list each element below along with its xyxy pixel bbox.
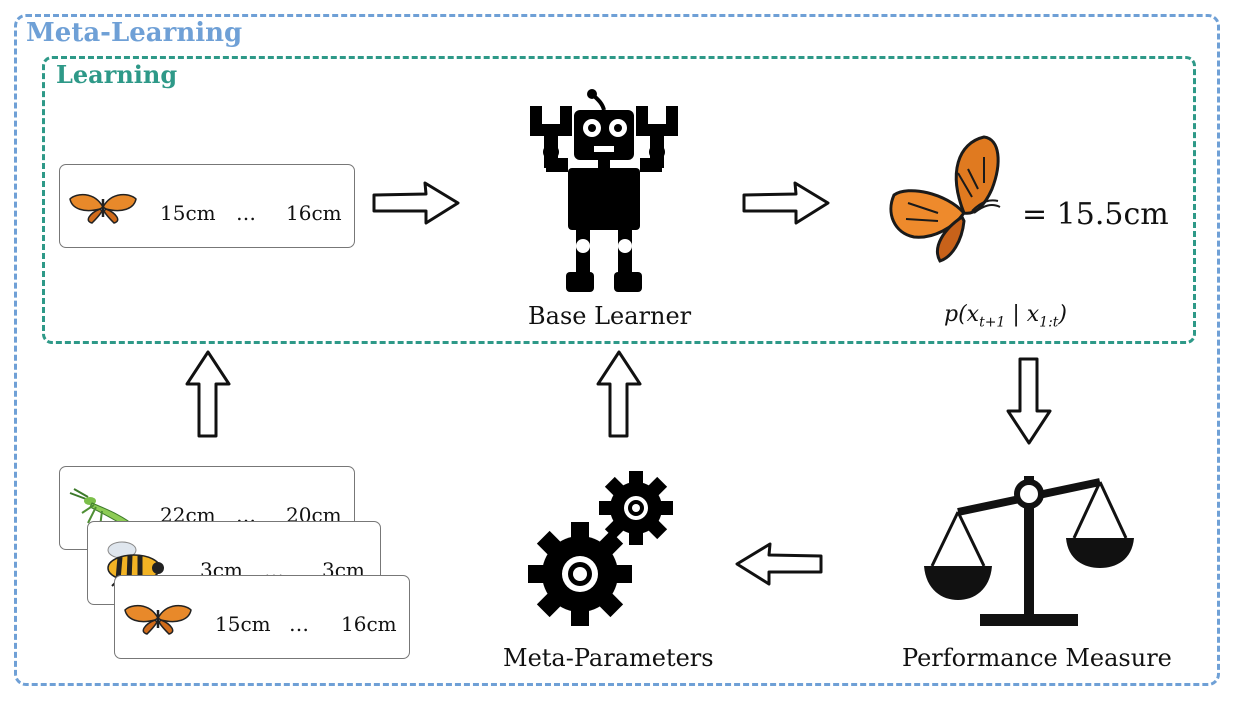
learning-frame (42, 56, 1196, 344)
arrow-left-icon (735, 542, 823, 586)
meta-card-3-ellipsis: … (289, 612, 309, 636)
meta-card-3-last: 16cm (341, 612, 397, 636)
meta-parameters-label: Meta-Parameters (503, 644, 714, 672)
arrow-right-icon (372, 181, 460, 225)
arrow-right-icon (742, 181, 830, 225)
train-ellipsis: … (236, 201, 256, 225)
butterfly-icon (889, 135, 1001, 263)
meta-task-card: 15cm … 16cm (114, 575, 410, 659)
learning-title: Learning (56, 60, 178, 89)
butterfly-icon (124, 604, 192, 635)
scale-icon (924, 476, 1134, 626)
arrow-up-icon (185, 350, 231, 438)
training-data-card: 15cm … 16cm (59, 164, 355, 248)
base-learner-label: Base Learner (528, 302, 692, 330)
meta-card-3-first: 15cm (215, 612, 271, 636)
prediction-value: = 15.5cm (1022, 197, 1169, 232)
gears-icon (528, 471, 673, 626)
meta-learning-frame (14, 14, 1220, 686)
train-first-value: 15cm (160, 201, 216, 225)
arrow-down-icon (1006, 357, 1052, 445)
prediction-formula: p(xt+1 | x1:t) (944, 302, 1067, 331)
arrow-up-icon (596, 350, 642, 438)
robot-icon (530, 89, 678, 292)
butterfly-icon (69, 193, 137, 224)
performance-measure-label: Performance Measure (902, 644, 1172, 672)
train-last-value: 16cm (286, 201, 342, 225)
bee-icon (107, 541, 164, 587)
meta-learning-title: Meta-Learning (26, 18, 243, 48)
